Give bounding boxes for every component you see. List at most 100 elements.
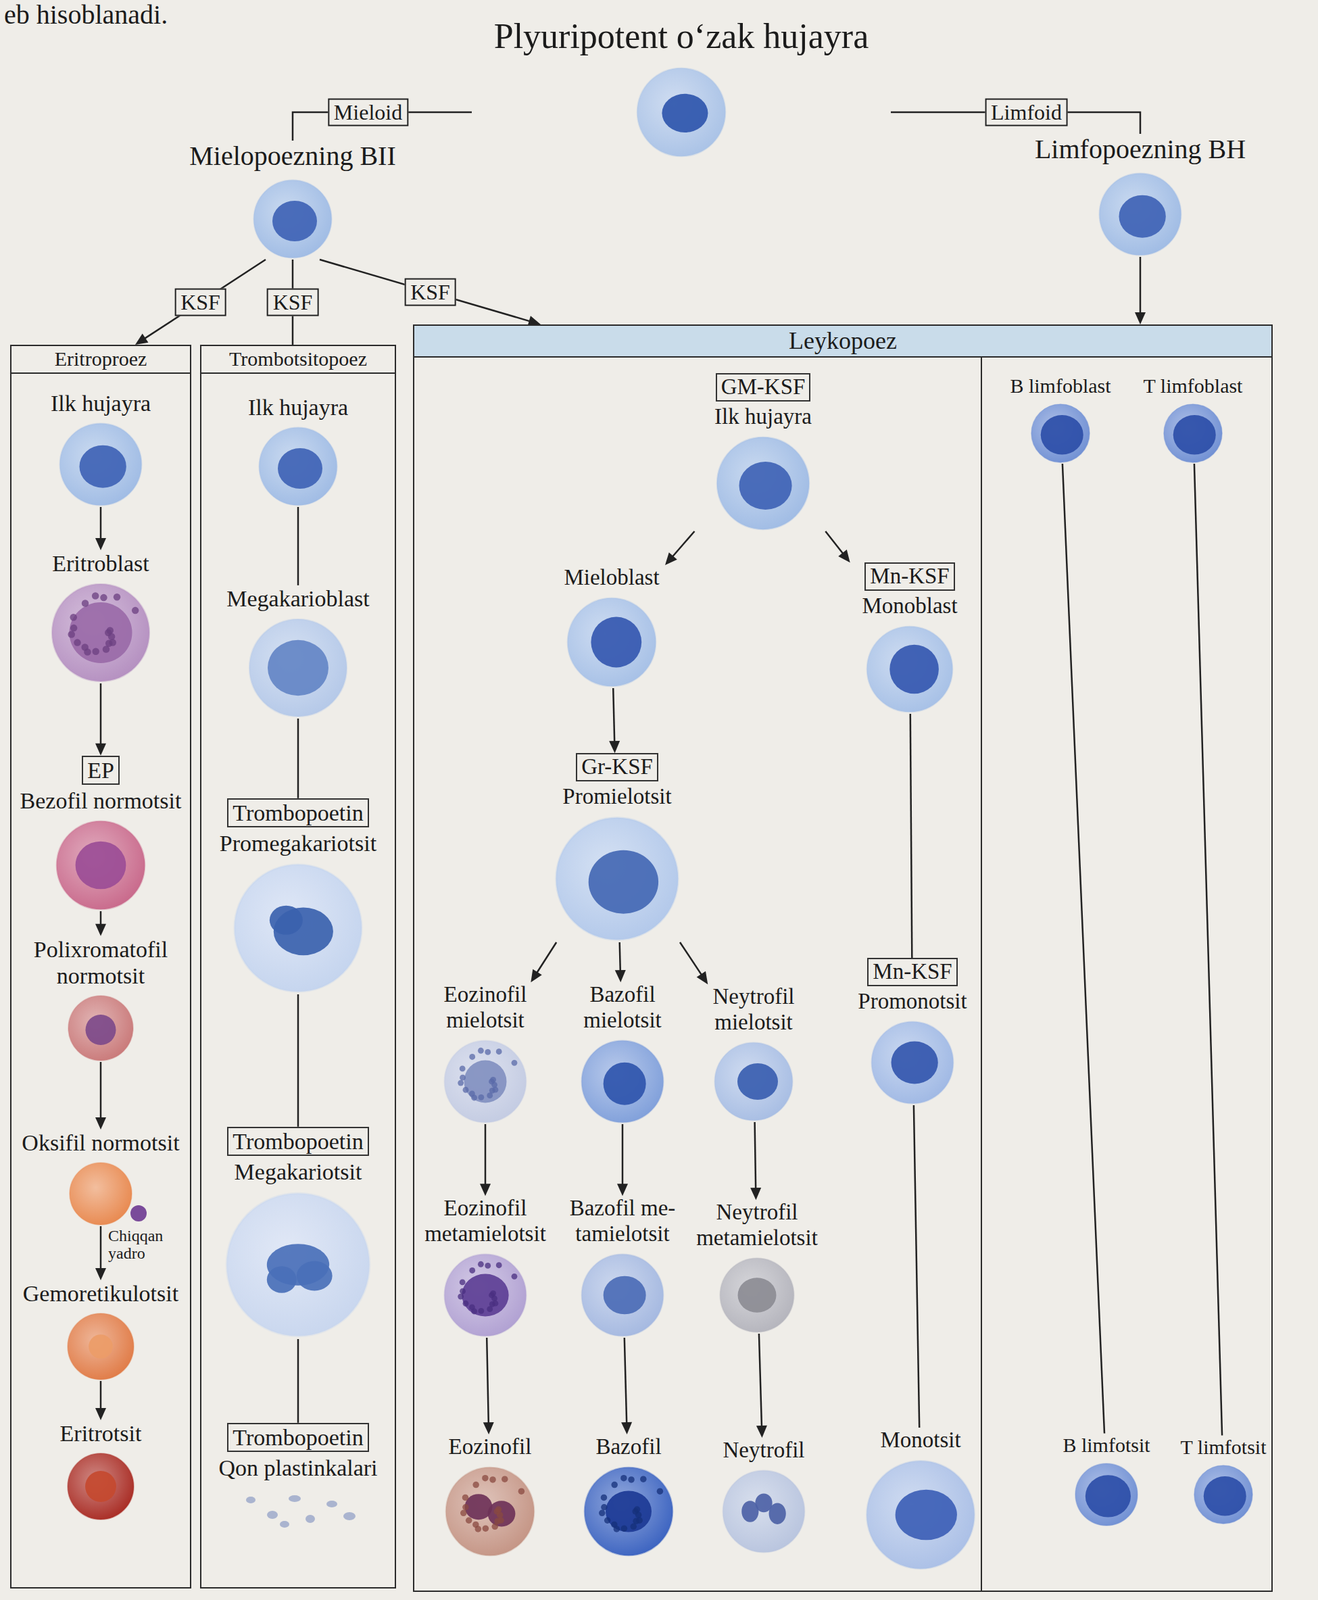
nucleus: [590, 617, 642, 668]
nucleus: [277, 448, 323, 489]
granule: [471, 1094, 478, 1102]
factor-label: Trombopoetin: [227, 1422, 369, 1452]
connector: [95, 506, 107, 551]
arrowhead: [95, 1117, 107, 1130]
cell-image: [713, 1040, 795, 1122]
cytoplasm: [1163, 404, 1223, 463]
connector-line: [913, 1105, 920, 1428]
cytoplasm: [581, 1254, 664, 1337]
cell-label: Mieloblast: [537, 565, 687, 591]
cell-drawing: [58, 421, 144, 507]
granule: [492, 1300, 499, 1307]
cell-image: [579, 1038, 666, 1125]
cytoplasm: [1099, 173, 1182, 256]
connector: [750, 1121, 762, 1200]
granule: [482, 1524, 490, 1532]
nucleus: [266, 1265, 297, 1293]
platelet: [246, 1496, 256, 1504]
cytoplasm: [60, 423, 142, 506]
label-group: Polixromatofil normotsit: [14, 936, 188, 989]
cytoplasm: [253, 179, 332, 258]
nucleus: [1203, 1476, 1247, 1517]
cell-node: Ilk hujayra: [14, 389, 188, 507]
nucleus: [603, 1276, 647, 1315]
granule: [108, 638, 117, 647]
connector: [617, 1124, 628, 1196]
cytoplasm: [234, 864, 362, 992]
arrowhead: [95, 1407, 107, 1421]
granule: [598, 1509, 606, 1517]
connector: [483, 1337, 495, 1435]
cell-label: Bazofil me- tamielotsit: [558, 1195, 687, 1248]
granule: [462, 1494, 470, 1502]
granule: [496, 1511, 504, 1519]
arrowhead: [479, 1183, 491, 1196]
factor-label: Trombopoetin: [227, 798, 369, 828]
granule: [604, 1516, 612, 1524]
platelet: [279, 1520, 290, 1528]
granule: [491, 1523, 499, 1531]
connector-line: [1062, 463, 1105, 1434]
cell-image: [230, 1486, 366, 1533]
cell-label: Bazofil mielotsit: [558, 982, 687, 1034]
granule: [460, 1509, 468, 1517]
arrowhead: [665, 552, 678, 566]
cell-label: Ilk hujayra: [14, 389, 188, 417]
cell-drawing: [223, 1190, 373, 1339]
nucleus: [661, 93, 708, 133]
cytoplasm: [1194, 1465, 1253, 1524]
platelet: [305, 1514, 315, 1523]
cytoplasm: [1031, 404, 1090, 463]
label-group: Neytrofil mielotsit: [689, 984, 818, 1036]
cytoplasm: [637, 68, 726, 157]
connector: [479, 1124, 491, 1196]
granule: [621, 1524, 628, 1532]
label-group: GM-KSFIlk hujayra: [681, 373, 845, 430]
connector: [298, 994, 299, 1127]
connector: [319, 259, 541, 327]
label-group: Eritrotsit: [14, 1420, 188, 1447]
granule: [477, 1047, 484, 1054]
granule: [518, 1487, 526, 1495]
granule: [635, 1511, 643, 1519]
cell-drawing: [1074, 1461, 1139, 1527]
cell-node: Neytrofil metamielotsit: [692, 1199, 822, 1334]
granule: [627, 1476, 635, 1483]
connector-line: [100, 1061, 103, 1122]
cell-label: Gemoretikulotsit: [14, 1280, 188, 1307]
region-box: LeykopoezGM-KSFIlk hujayraMieloblastMn-K…: [412, 324, 1273, 1592]
connector: [95, 1226, 107, 1281]
granule: [83, 648, 92, 656]
granule: [69, 613, 78, 622]
nucleus: [605, 1490, 652, 1532]
cell-drawing: [582, 1465, 675, 1558]
label-group: Mn-KSFMonoblast: [848, 562, 971, 620]
connector-line: [679, 942, 704, 978]
label-group: Gemoretikulotsit: [14, 1280, 188, 1307]
edge-label: KSF: [266, 288, 320, 317]
cell-image: [257, 425, 339, 507]
connector-line: [759, 1333, 762, 1430]
region-box: EritroproezIlk hujayraEritroblastEPBezof…: [10, 344, 192, 1589]
granule: [108, 632, 116, 641]
label-group: T limfotsit: [1176, 1435, 1271, 1460]
connector-line: [910, 713, 913, 958]
label-group: Eozinofil metamielotsit: [421, 1195, 550, 1248]
granule: [70, 624, 78, 632]
cytoplasm: [867, 626, 954, 713]
granule: [481, 1474, 489, 1482]
granule: [492, 1086, 499, 1093]
nucleus: [85, 1014, 117, 1045]
cytoplasm: [444, 1040, 527, 1123]
arrowhead: [696, 971, 709, 985]
granule: [484, 1262, 491, 1269]
cell-image: [1162, 402, 1224, 464]
region-box: TrombotsitopoezIlk hujayraMegakarioblast…: [200, 344, 397, 1589]
nucleus: [739, 461, 793, 510]
connector: [95, 911, 107, 937]
cytoplasm: [444, 1254, 527, 1337]
cytoplasm: [719, 1257, 794, 1332]
nucleus: [738, 1277, 777, 1312]
nucleus: [895, 1489, 958, 1541]
arrowhead: [95, 538, 107, 551]
